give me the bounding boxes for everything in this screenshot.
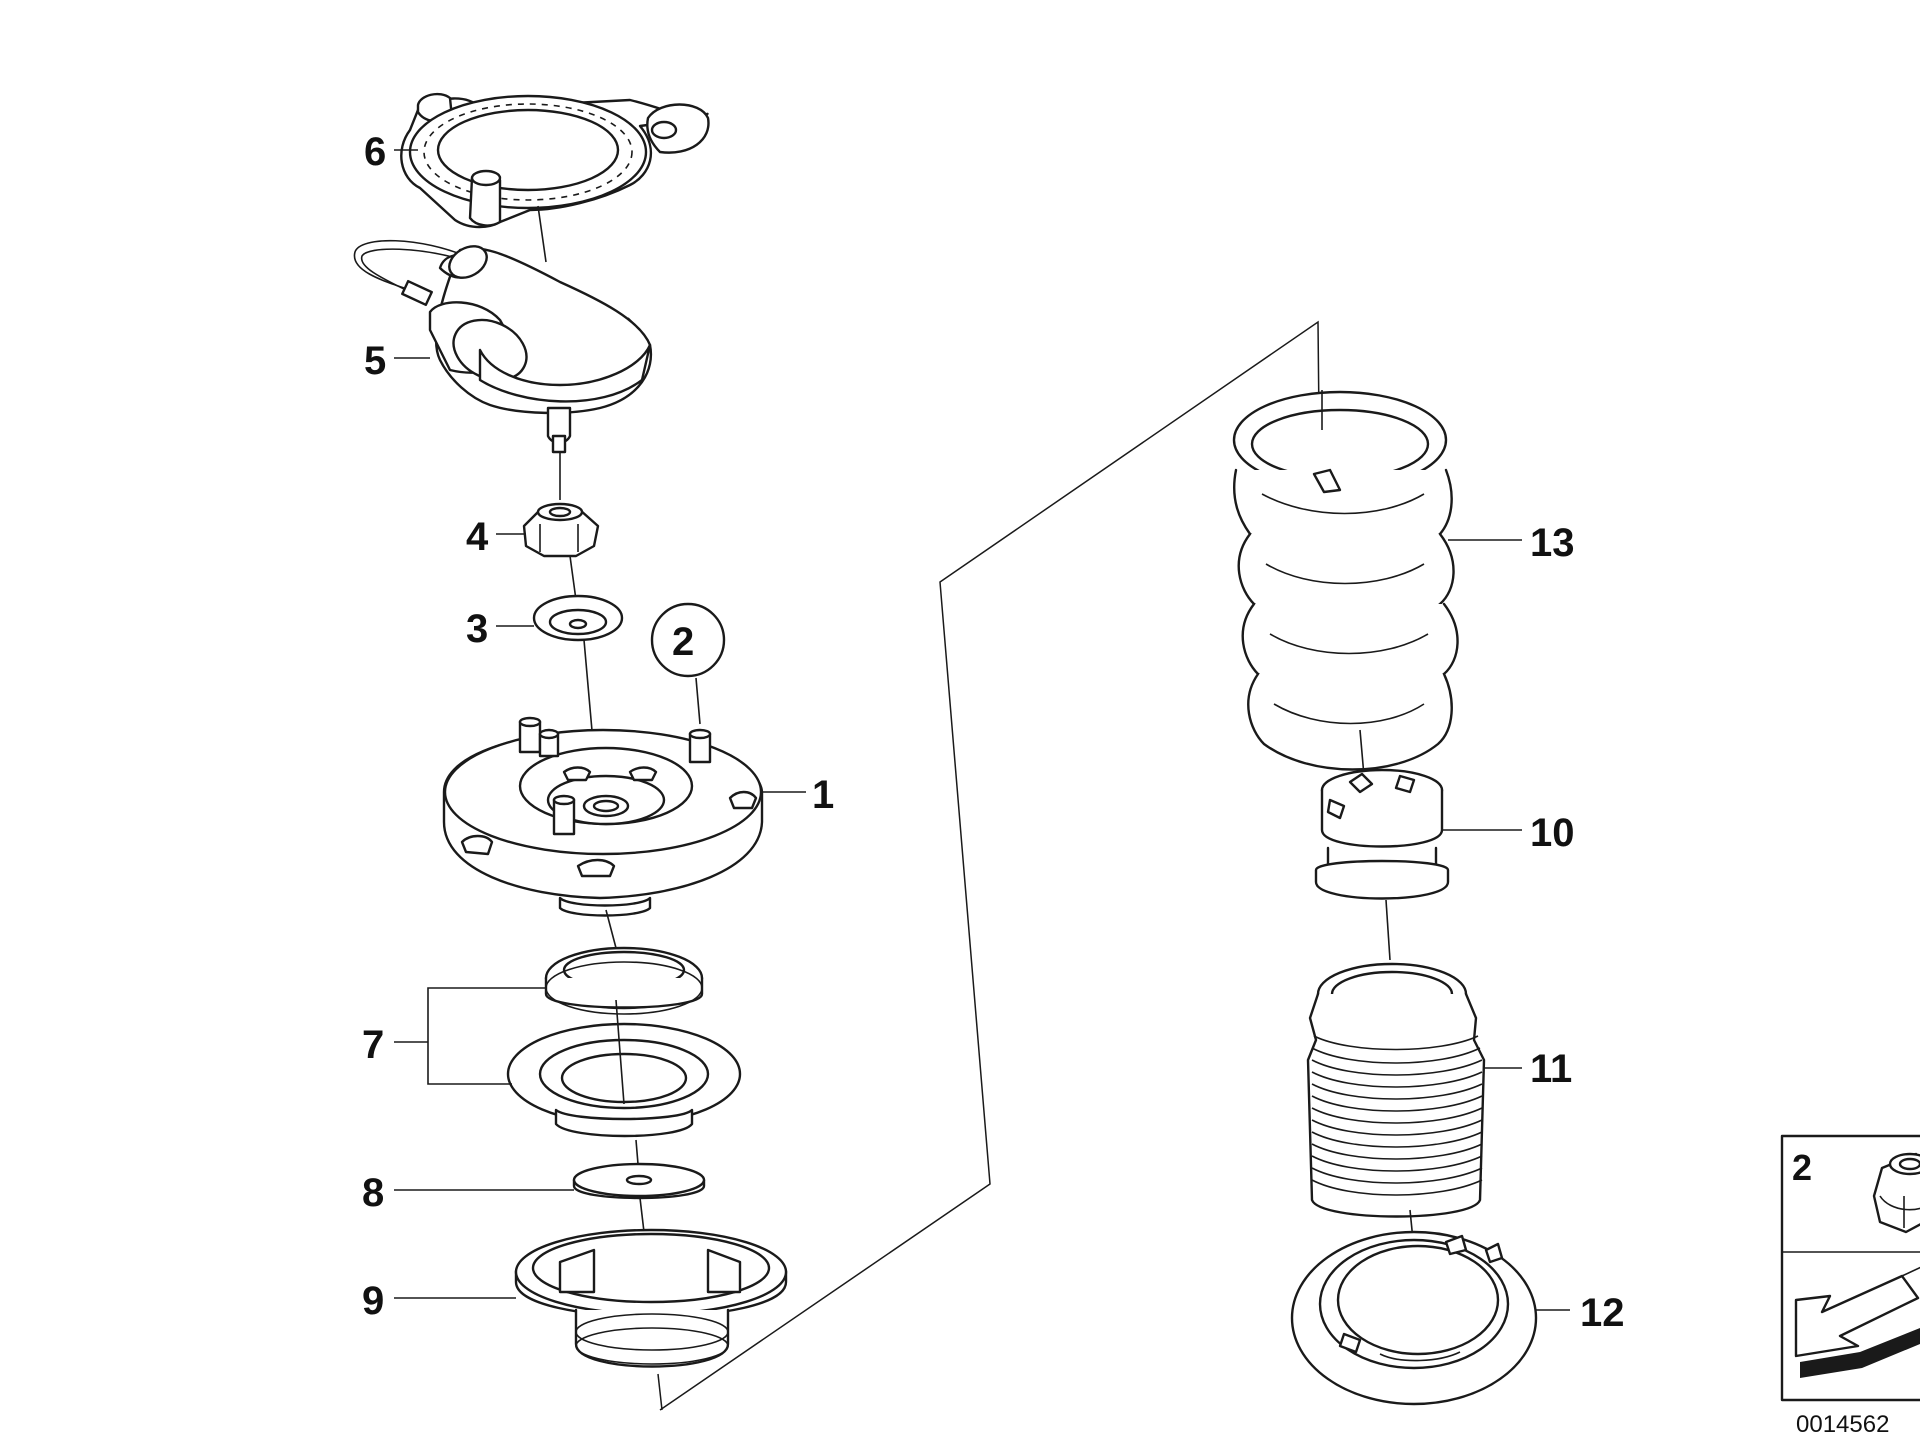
part-3-washer: [532, 594, 624, 642]
callout-6: 6: [364, 130, 386, 174]
part-1-strut-mount: [442, 716, 764, 917]
view-direction-arrow-icon: [1794, 1266, 1920, 1378]
callout-10: 10: [1530, 811, 1575, 855]
inset-number: 2: [1792, 1147, 1812, 1188]
callout-12: 12: [1580, 1291, 1625, 1335]
image-code: 0014562: [1796, 1411, 1889, 1438]
callout-5: 5: [364, 339, 386, 383]
callout-7: 7: [362, 1023, 384, 1067]
assembly-bracket-line: [659, 320, 1321, 1411]
callout-3: 3: [466, 607, 488, 651]
part-4-hex-nut: [522, 502, 600, 558]
callout-4: 4: [466, 515, 489, 559]
hex-nut-icon: [1872, 1152, 1920, 1234]
part-10-bump-stop: [1314, 768, 1450, 900]
inset-detail-box: 2: [1780, 1134, 1920, 1402]
callout-8: 8: [362, 1171, 384, 1215]
callout-13: 13: [1530, 521, 1575, 565]
callout-9: 9: [362, 1279, 384, 1323]
part-12-spring-pad: [1290, 1230, 1538, 1406]
callout-11: 11: [1530, 1047, 1572, 1091]
part-5-sensor-with-cable: [353, 239, 653, 454]
callout-2-circled: 2: [650, 602, 726, 678]
part-6-mounting-plate: [400, 92, 710, 229]
part-9-spring-seat: [514, 1228, 788, 1368]
part-7-bearing-set: [506, 946, 742, 1138]
part-11-dust-boot: [1306, 962, 1486, 1218]
part-8-washer: [572, 1162, 706, 1200]
svg-text:2: 2: [672, 620, 694, 664]
part-13-coil-spring: [1232, 390, 1459, 771]
callout-1: 1: [812, 773, 834, 817]
